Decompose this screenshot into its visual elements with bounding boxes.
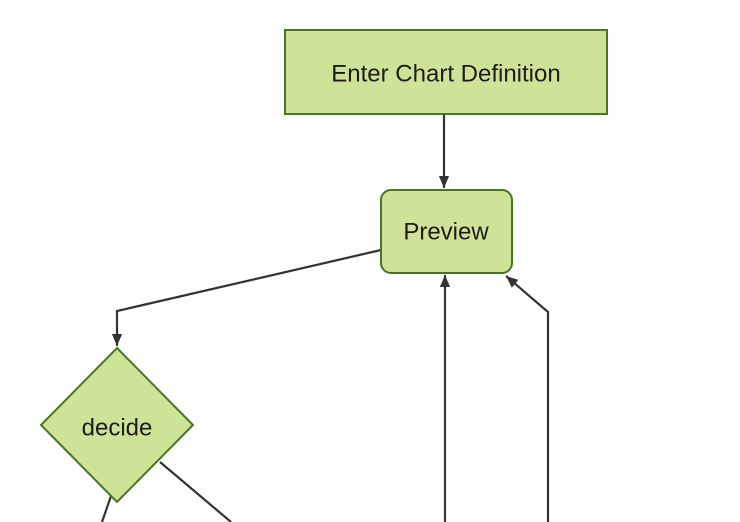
node-preview[interactable] [380,189,513,274]
edge-preview-to-decide [111,248,382,346]
edge-decide-to-offscreen-bottom-right [159,461,232,522]
node-decide[interactable] [39,346,195,504]
node-enter-chart-definition[interactable] [284,29,608,115]
edge-offscreen-bottom-right-to-preview [505,275,550,522]
node-label-decide: decide [82,415,153,442]
node-label-preview: Preview [403,219,489,246]
node-label-enter-chart-definition: Enter Chart Definition [331,61,560,88]
edge-decide-to-offscreen-bottom-left [100,495,113,522]
